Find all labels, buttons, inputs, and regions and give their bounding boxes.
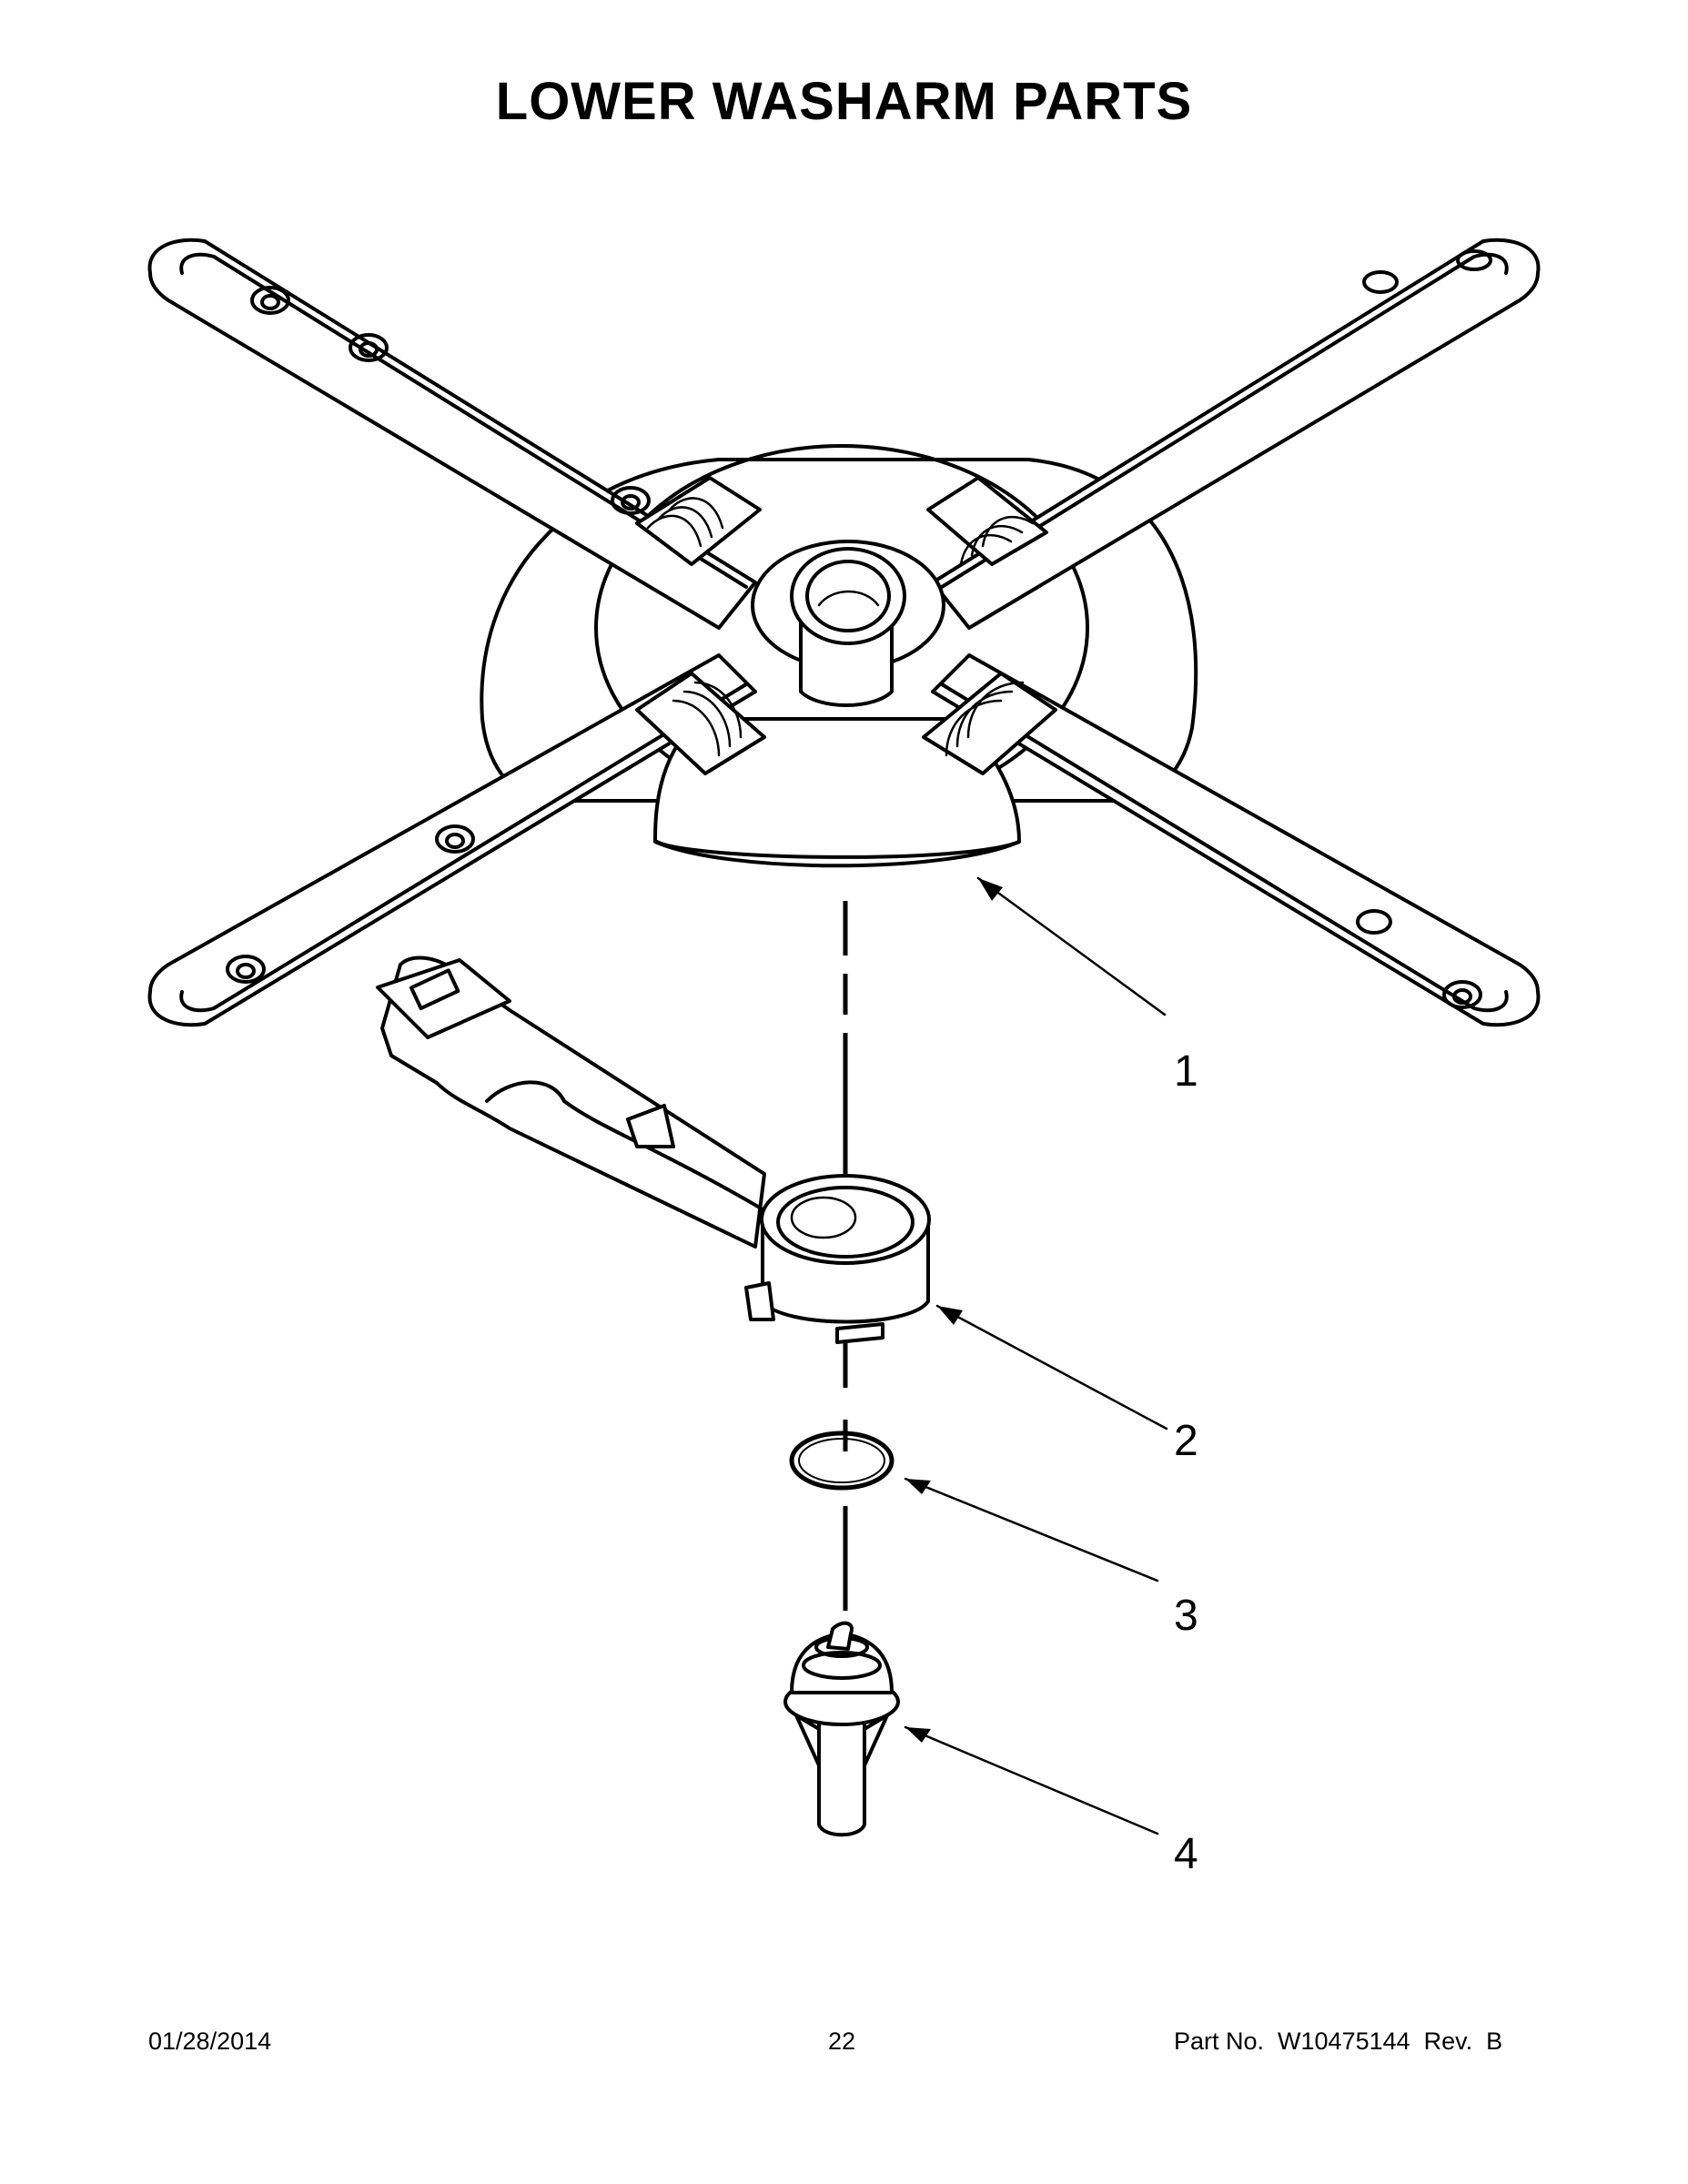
callout-4: 4	[1174, 1830, 1198, 1878]
footer-page-number: 22	[828, 2027, 856, 2055]
lower-spray-arm-part	[147, 238, 1541, 1027]
page-title: LOWER WASHARM PARTS	[495, 72, 1193, 131]
spray-arm-manifold-part	[376, 956, 1168, 1431]
bearing-valve-part	[783, 1621, 1159, 1837]
o-ring-part	[789, 1431, 1159, 1582]
callout-1: 1	[1174, 1047, 1198, 1096]
callout-2: 2	[1174, 1417, 1198, 1465]
footer-part-number: Part No. W10475144 Rev. B	[1174, 2027, 1503, 2055]
footer-date: 01/28/2014	[148, 2027, 272, 2055]
callout-3: 3	[1174, 1592, 1198, 1640]
